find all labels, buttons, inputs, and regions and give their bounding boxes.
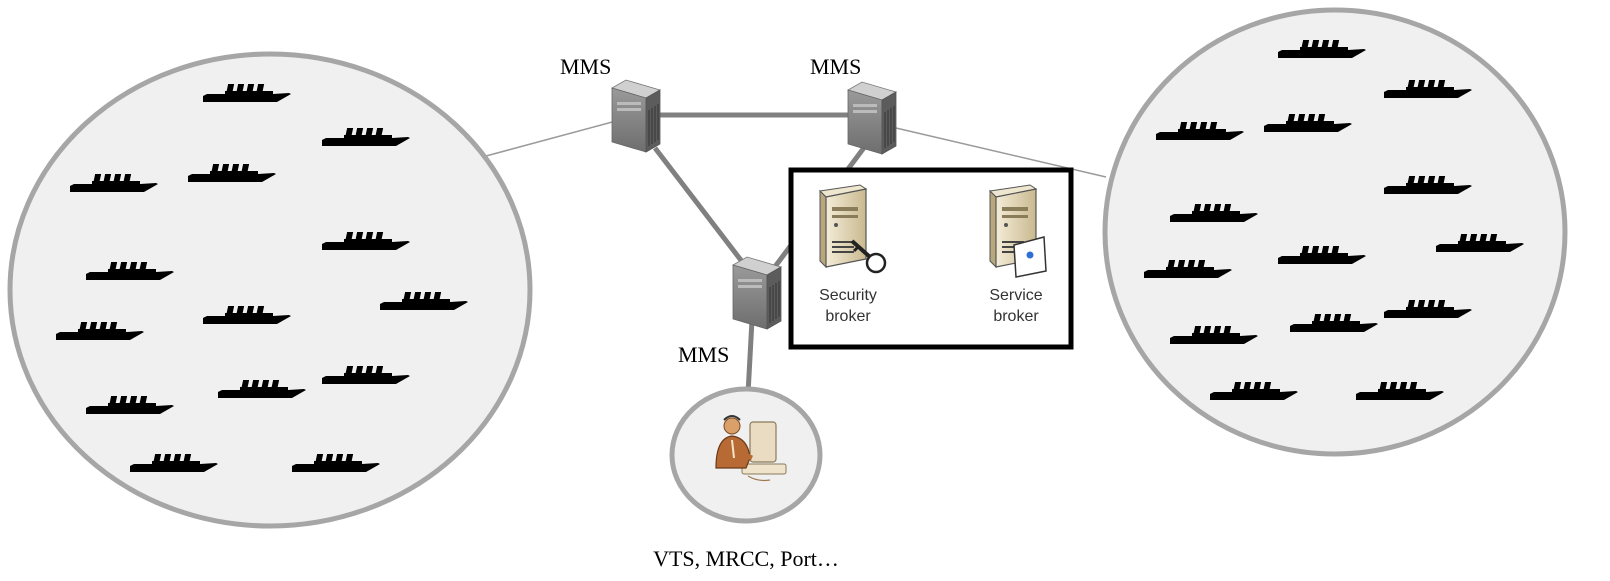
operator-at-computer-icon — [715, 415, 787, 482]
server-icon — [847, 81, 897, 155]
security-broker-label-line2: broker — [825, 308, 871, 325]
certificate-icon — [1013, 236, 1047, 278]
server-icon — [611, 79, 661, 153]
service-broker-label-line1: Service — [989, 287, 1042, 304]
mms-right-label: MMS — [810, 54, 861, 79]
left-ship-cluster — [7, 51, 533, 529]
mms-server-bottom — [732, 256, 782, 330]
server-icon — [732, 256, 782, 330]
link-mms-bottom-station — [745, 319, 755, 395]
link-mms-left-bottom — [653, 146, 752, 274]
server-tower-icon — [819, 184, 867, 268]
right-ship-cluster — [1102, 7, 1568, 457]
service-broker-label-line2: broker — [993, 308, 1039, 325]
key-icon — [850, 239, 887, 274]
service-broker — [989, 184, 1047, 278]
mms-bottom-label: MMS — [678, 342, 729, 367]
mms-server-left — [611, 79, 661, 153]
mms-server-right — [847, 81, 897, 155]
shore-station — [669, 386, 823, 524]
security-broker-label-line1: Security — [819, 287, 877, 304]
shore-station-label: VTS, MRCC, Port… — [653, 546, 839, 571]
link-left-cluster — [485, 120, 617, 157]
security-broker — [819, 184, 887, 274]
broker-group: Security broker Service broker — [788, 167, 1074, 350]
mms-left-label: MMS — [560, 54, 611, 79]
